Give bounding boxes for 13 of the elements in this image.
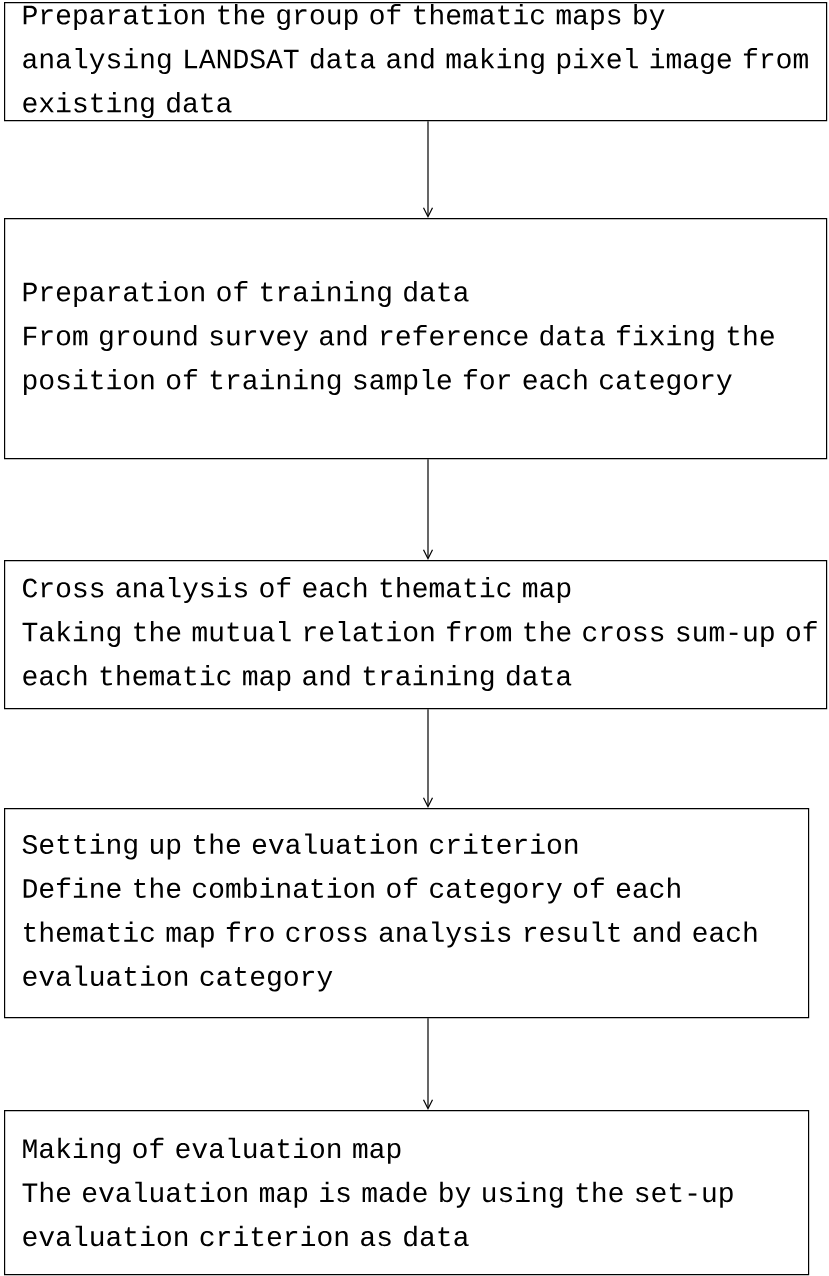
arrow <box>422 708 434 808</box>
process-box <box>4 808 810 1019</box>
arrow <box>422 1017 434 1110</box>
process-box <box>4 560 828 710</box>
box-text: Preparation of training data From ground survey and reference data fixing the position of training sample for each category <box>23 280 774 396</box>
process-box <box>4 1110 810 1276</box>
box-text: Preparation the group of thematic maps by analysing LANDSAT data and making pixel image from existing data <box>23 4 808 119</box>
process-box <box>4 218 828 460</box>
box-text: Setting up the evaluation criterion Define the combination of category of each thematic map fro cross analysis result and each evaluation category <box>22 833 757 992</box>
arrow <box>422 120 434 218</box>
box-text: Cross analysis of each thematic map Taking the mutual relation from the cross sum-up of each thematic map and training data <box>22 576 817 692</box>
arrow <box>422 458 434 560</box>
box-text: Making of evaluation map The evaluation map is made by using the set-up evaluation criterion as data <box>22 1137 733 1247</box>
